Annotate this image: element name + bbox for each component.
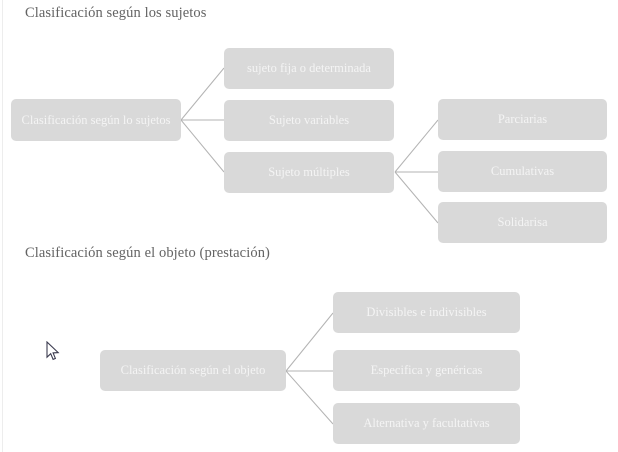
node-especifica-y-genericas[interactable]: Especifica y genéricas bbox=[333, 350, 520, 391]
node-alternativa-y-facultativas[interactable]: Alternativa y facultativas bbox=[333, 403, 520, 444]
node-sujeto-multiples[interactable]: Sujeto múltiples bbox=[224, 152, 394, 193]
node-divisibles-e-indivisibles[interactable]: Divisibles e indivisibles bbox=[333, 292, 520, 333]
page-left-rule bbox=[2, 0, 3, 452]
section-heading-objeto: Clasificación según el objeto (prestació… bbox=[25, 245, 270, 261]
node-solidarisa[interactable]: Solidarisa bbox=[438, 202, 607, 243]
node-sujeto-variables[interactable]: Sujeto variables bbox=[224, 100, 394, 141]
node-cumulativas[interactable]: Cumulativas bbox=[438, 151, 607, 192]
node-sujeto-fija-o-determinada[interactable]: sujeto fija o determinada bbox=[224, 48, 394, 89]
node-parciarias[interactable]: Parciarias bbox=[438, 99, 607, 140]
node-root-sujetos[interactable]: Clasificación según lo sujetos bbox=[11, 99, 181, 141]
section-heading-sujetos: Clasificación según los sujetos bbox=[25, 5, 207, 21]
node-root-objeto[interactable]: Clasificación según el objeto bbox=[100, 350, 286, 391]
